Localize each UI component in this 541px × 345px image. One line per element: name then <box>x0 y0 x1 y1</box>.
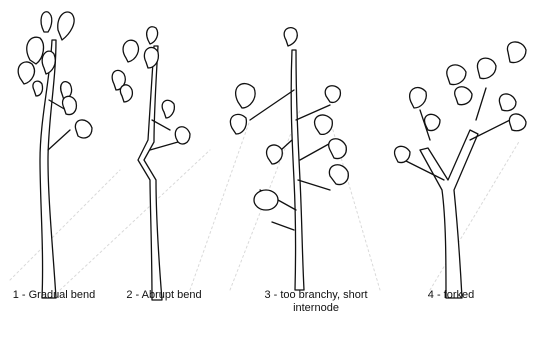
leaf <box>230 114 246 134</box>
seedling-abrupt-bend-icon <box>112 27 190 300</box>
caption-gradual-bend: 1 - Gradual bend <box>4 289 104 302</box>
leaf <box>329 165 348 185</box>
leaf <box>254 190 278 210</box>
leaf <box>447 65 466 85</box>
leaf <box>123 40 138 62</box>
seedling-too-branchy-icon <box>230 28 348 290</box>
leaf <box>325 86 340 103</box>
leaf <box>162 100 174 118</box>
leaf <box>147 27 158 44</box>
leaf <box>477 58 496 78</box>
leaf <box>27 37 44 64</box>
leaf <box>58 12 74 40</box>
stem <box>291 50 304 290</box>
leaf <box>315 115 333 134</box>
seedling-gradual-bend-icon <box>18 12 92 298</box>
stem <box>138 46 162 300</box>
leaf <box>75 120 92 138</box>
leaf <box>509 114 526 131</box>
leaf <box>41 12 52 32</box>
leaf <box>175 127 190 144</box>
stem <box>40 40 56 298</box>
leaf <box>425 114 440 130</box>
leaf <box>236 84 255 108</box>
leaf <box>455 87 472 105</box>
caption-too-branchy: 3 - too branchy, short internode <box>246 289 386 315</box>
leaf <box>507 42 526 63</box>
leaf <box>329 139 347 159</box>
stem <box>420 130 478 298</box>
leaf <box>63 96 77 114</box>
caption-forked: 4 - forked <box>396 289 506 302</box>
leaf <box>120 85 132 102</box>
leaf <box>18 62 34 84</box>
leaf <box>267 145 283 164</box>
caption-abrupt-bend: 2 - Abrupt bend <box>114 289 214 302</box>
leaf <box>410 88 427 108</box>
seedling-forked-icon <box>395 42 526 298</box>
leaf <box>395 146 410 162</box>
leaf <box>33 81 43 96</box>
leaf <box>284 28 297 46</box>
leaf <box>499 94 516 111</box>
